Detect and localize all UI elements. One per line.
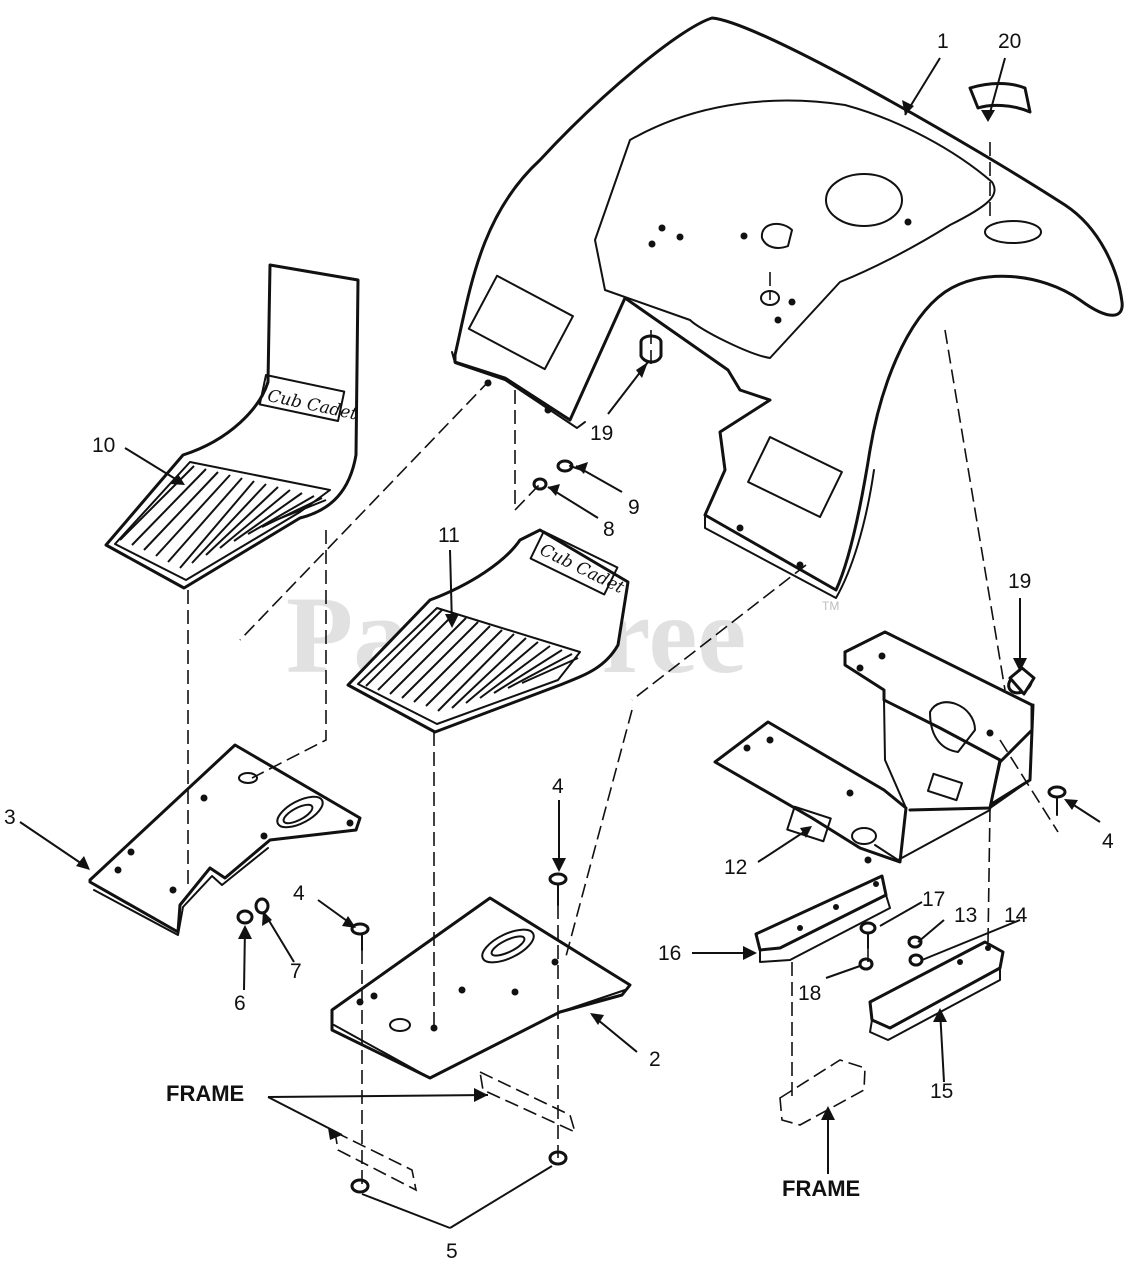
frame-label-left: FRAME	[166, 1081, 244, 1106]
part-bolt-17	[859, 921, 877, 949]
part-bolt-4-right	[1047, 785, 1067, 816]
part-bolt-4-center	[548, 872, 568, 906]
callout-13: 13	[954, 904, 977, 927]
callout-11: 11	[438, 524, 460, 547]
callout-5: 5	[446, 1240, 458, 1263]
part-fender-assembly	[451, 16, 1124, 599]
part-washer-13	[907, 935, 923, 949]
part-bolt-4-left	[350, 922, 370, 951]
callout-19-lower: 19	[1008, 570, 1031, 593]
part-washer-18	[858, 957, 874, 971]
callout-arrowheads	[76, 100, 1078, 1140]
part-screw-9	[556, 459, 583, 473]
part-grommet-lower	[1007, 666, 1036, 696]
part-rail-16	[754, 874, 891, 963]
part-nut-14	[908, 953, 924, 967]
callout-8: 8	[603, 518, 615, 541]
callout-1: 1	[937, 30, 949, 53]
callout-9: 9	[628, 496, 640, 519]
part-washer-7	[254, 897, 270, 915]
callout-18: 18	[798, 982, 821, 1005]
callout-17: 17	[922, 888, 945, 911]
assembly-dash-lines	[187, 142, 1059, 1186]
part-nut-5-left	[350, 1178, 370, 1194]
part-bracket-12	[713, 630, 1035, 864]
callout-10: 10	[92, 434, 115, 457]
callout-14: 14	[1004, 904, 1028, 927]
callout-16: 16	[658, 942, 681, 965]
callout-4-center: 4	[552, 775, 564, 798]
callout-numbers: 1 20 19 9 8 10 11 19 3 4 4 4 6 7 12 2 16…	[4, 30, 1114, 1263]
callout-19-upper: 19	[590, 422, 613, 445]
part-channel-15	[868, 940, 1005, 1041]
part-footrest-mat-left: Cub Cadet	[104, 263, 360, 590]
part-trim-insert	[968, 82, 1032, 114]
callout-12: 12	[724, 856, 747, 879]
callout-2: 2	[649, 1048, 661, 1071]
part-footrest-left	[88, 743, 362, 936]
frame-label-right: FRAME	[782, 1176, 860, 1201]
watermark-trademark: TM	[822, 599, 839, 613]
part-nut-6	[236, 909, 254, 925]
part-footrest-mat-right: Cub Cadet	[346, 528, 630, 734]
frame-member-right	[779, 1059, 866, 1126]
callout-7: 7	[290, 960, 302, 983]
callout-15: 15	[930, 1080, 953, 1103]
callout-4-right: 4	[1102, 830, 1114, 853]
callout-20: 20	[998, 30, 1021, 53]
frame-member-left	[333, 1070, 577, 1192]
callout-6: 6	[234, 992, 246, 1015]
part-footrest-right	[330, 896, 632, 1080]
callout-4-left: 4	[293, 882, 305, 905]
callout-3: 3	[4, 806, 16, 829]
